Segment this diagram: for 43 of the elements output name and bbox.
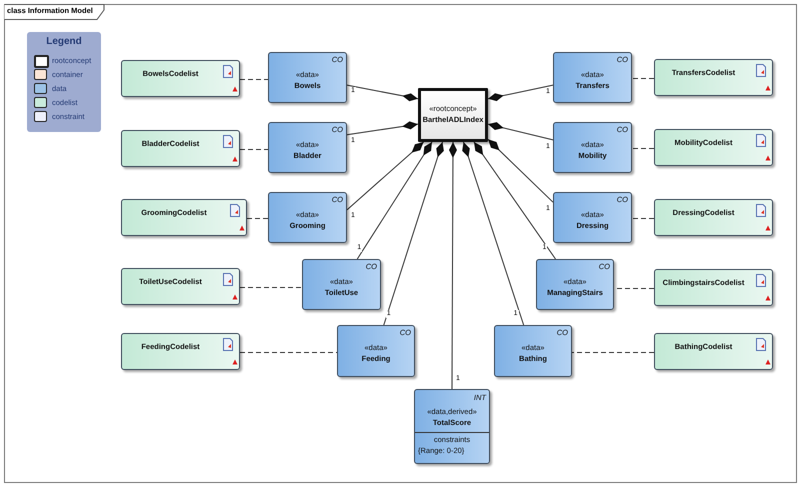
legend-heading: Legend [45,36,83,47]
codelist-box [121,333,240,370]
codelist-box [654,333,773,370]
data-class-box [553,122,632,173]
data-class-box [302,259,381,310]
data-class-box [414,389,490,464]
root-class-box [418,88,488,142]
codelist-box [654,199,773,236]
data-class-box [337,325,415,377]
dashed-dependency-line [246,218,268,219]
data-class-box [268,52,347,103]
composition-line [346,84,418,102]
composition-line [346,142,424,210]
composition-line [356,142,432,260]
data-class-box [553,52,632,103]
codelist-box [121,130,240,167]
dashed-dependency-line [240,79,268,80]
codelist-box [654,129,773,166]
composition-line [488,138,554,203]
dashed-dependency-line [572,352,654,353]
dashed-dependency-line [240,149,268,150]
data-class-box [268,122,347,173]
codelist-box [654,269,773,306]
composition-line [474,142,556,260]
dashed-dependency-line [240,287,302,288]
dashed-dependency-line [632,78,654,79]
dashed-dependency-line [632,218,654,219]
composition-line [448,142,457,390]
composition-line [462,142,524,326]
codelist-box [654,59,773,96]
codelist-box [121,268,240,305]
composition-line [383,142,444,326]
data-class-box [268,192,347,243]
data-class-box [536,259,614,310]
codelist-box [121,199,247,236]
dashed-dependency-line [632,148,654,149]
composition-line [488,84,554,102]
codelist-box [121,60,240,97]
composition-line [488,122,554,140]
dashed-dependency-line [240,352,338,353]
composition-line [346,121,418,136]
data-class-box [553,192,632,243]
data-class-box [494,325,572,377]
